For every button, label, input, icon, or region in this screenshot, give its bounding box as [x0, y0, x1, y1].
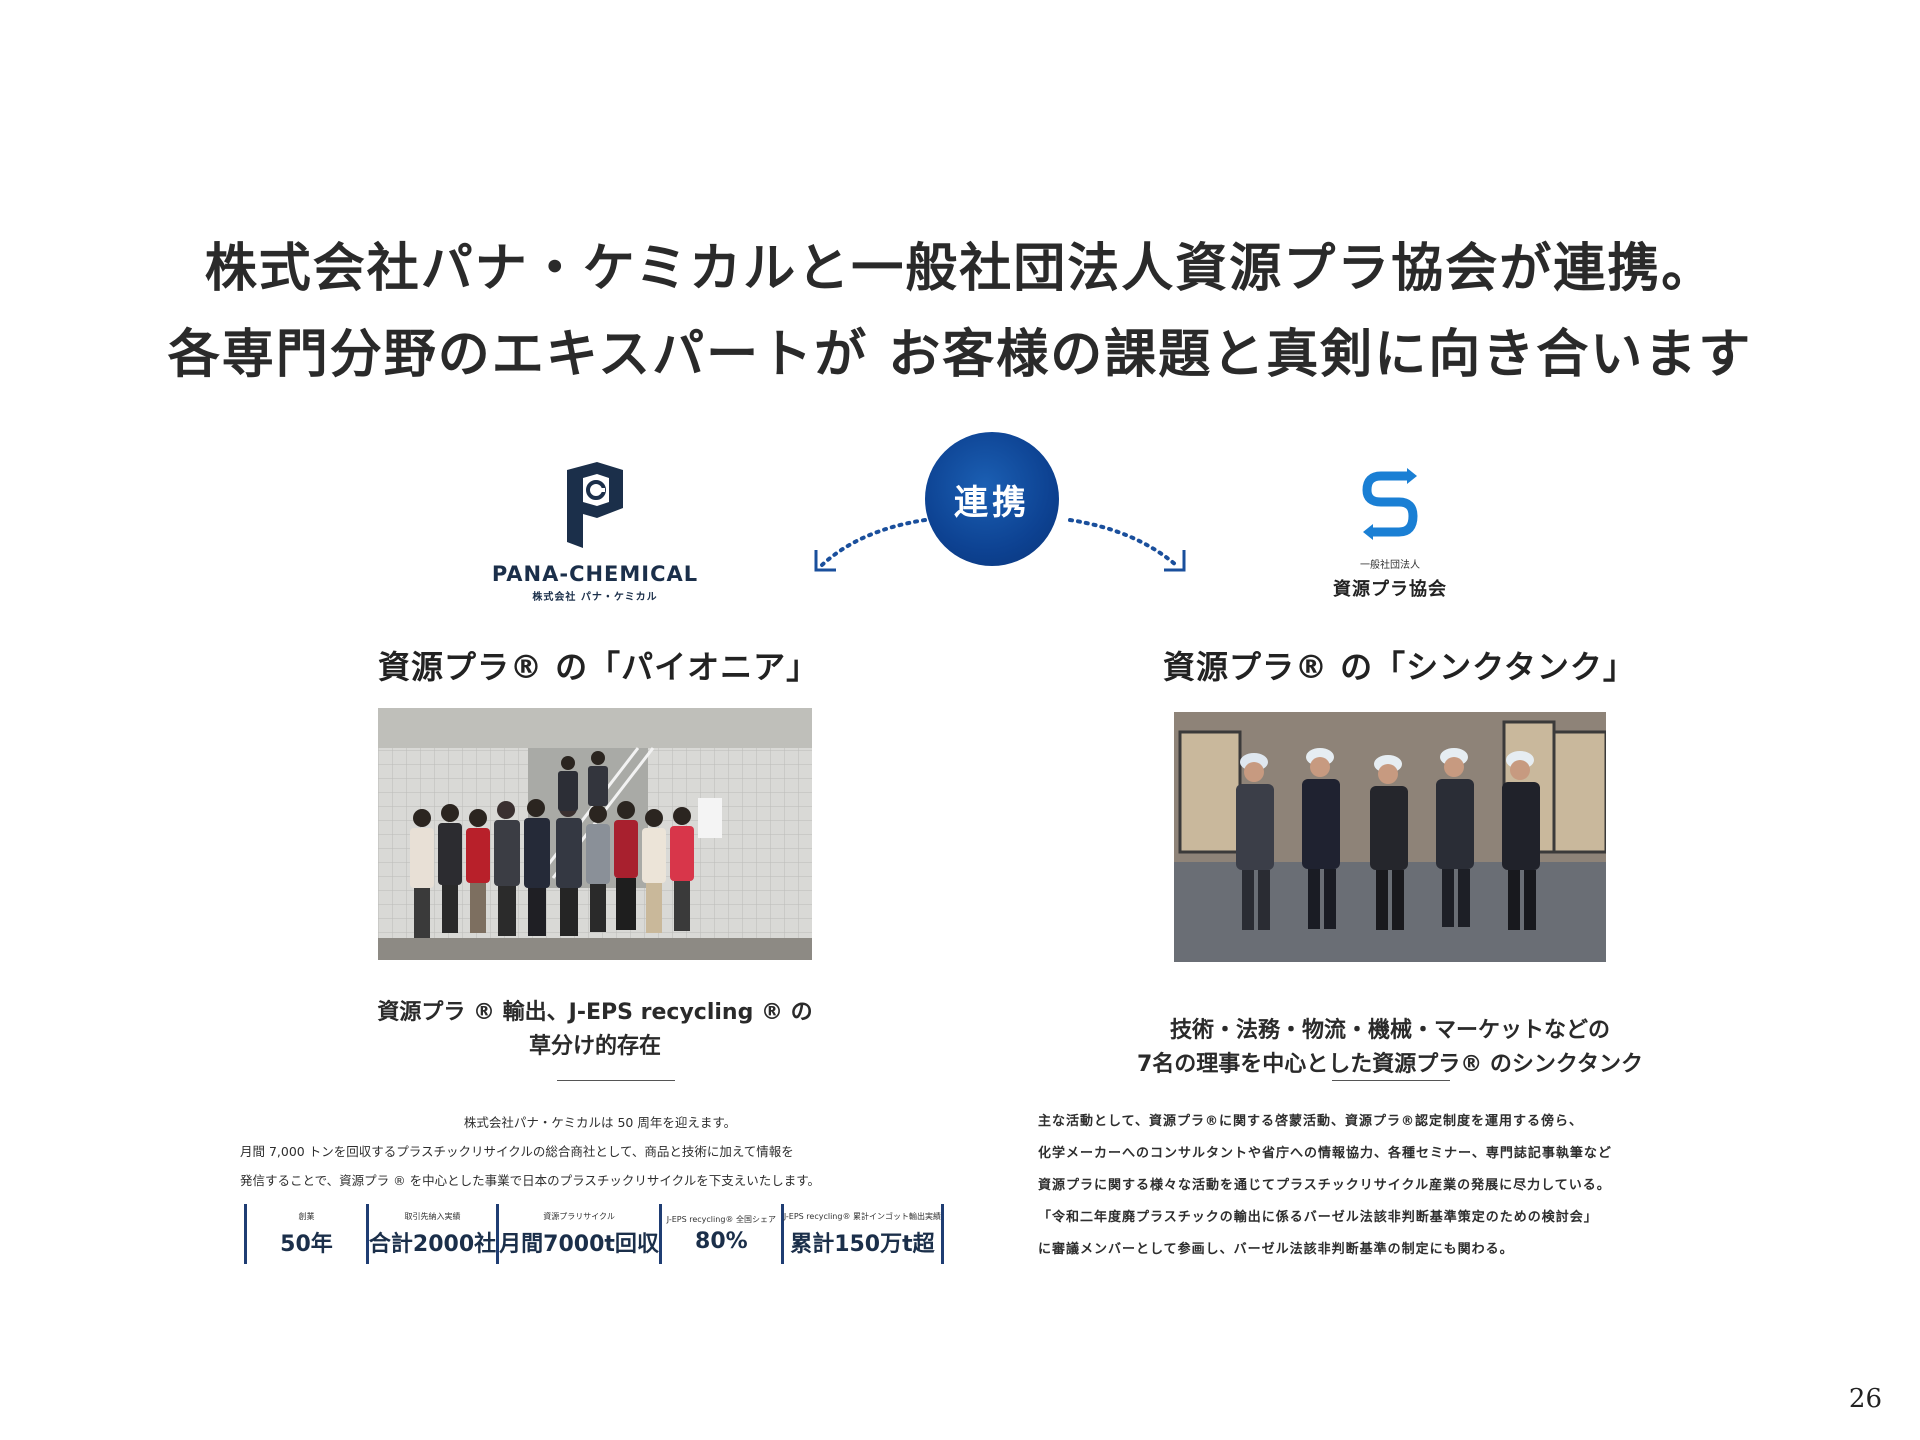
description-line-2: 月間 7,000 トンを回収するプラスチックリサイクルの総合商社として、商品と技…: [240, 1144, 794, 1159]
stat-label: J-EPS recycling® 全国シェア: [666, 1215, 776, 1224]
think-tank-tagline-line-2: 7名の理事を中心とした資源プラ® のシンクタンク: [1136, 1052, 1644, 1077]
association-board-photo: [1174, 712, 1606, 962]
stat-item: J-EPS recycling® 全国シェア 80%: [658, 1204, 781, 1264]
association-s-icon: [1362, 468, 1418, 540]
association-line-3: 資源プラに関する様々な活動を通じてプラスチックリサイクル産業の発展に尽力している…: [1038, 1178, 1611, 1193]
association-name: 資源プラ協会: [1333, 579, 1447, 600]
stat-value: 50年: [280, 1231, 333, 1257]
description-line-3: 発信することで、資源プラ ® を中心とした事業で日本のプラスチックリサイクルを下…: [240, 1173, 820, 1188]
stat-item: J-EPS recycling® 累計インゴット輸出実績 累計150万t超: [780, 1204, 944, 1264]
stat-value: 累計150万t超: [790, 1231, 935, 1257]
stats-row: 創業 50年 取引先納入実績 合計2000社 資源プラリサイクル 月間7000t…: [244, 1204, 944, 1264]
stat-label: 取引先納入実績: [404, 1211, 461, 1221]
stat-label: J-EPS recycling® 累計インゴット輸出実績: [783, 1211, 941, 1221]
headline-line-2: 各専門分野のエキスパートが お客様の課題と真剣に向き合います: [167, 324, 1753, 385]
stat-item: 資源プラリサイクル 月間7000t回収: [496, 1204, 659, 1264]
think-tank-title: 資源プラ® の「シンクタンク」: [1163, 648, 1636, 686]
link-badge: 連携: [925, 432, 1059, 566]
headline-line-1: 株式会社パナ・ケミカルと一般社団法人資源プラ協会が連携。: [204, 238, 1716, 299]
association-line-4: 「令和二年度廃プラスチックの輸出に係るバーゼル法該非判断基準策定のための検討会」: [1038, 1210, 1598, 1225]
pana-chemical-description: 株式会社パナ・ケミカルは 50 周年を迎えます。 月間 7,000 トンを回収す…: [240, 1108, 960, 1195]
pioneer-title: 資源プラ® の「パイオニア」: [378, 648, 820, 686]
stat-label: 創業: [298, 1211, 315, 1221]
association-logo: 一般社団法人 資源プラ協会: [1310, 462, 1470, 601]
association-line-5: に審議メンバーとして参画し、バーゼル法該非判断基準の制定にも関わる。: [1038, 1242, 1514, 1257]
description-line-1: 株式会社パナ・ケミカルは 50 周年を迎えます。: [463, 1115, 737, 1130]
stat-value: 合計2000社: [368, 1231, 497, 1257]
stat-value: 80%: [695, 1229, 748, 1254]
think-tank-tagline: 技術・法務・物流・機械・マーケットなどの 7名の理事を中心とした資源プラ® のシ…: [1100, 1014, 1680, 1082]
pana-chemical-name: PANA-CHEMICAL: [491, 562, 699, 586]
stat-item: 創業 50年: [244, 1204, 366, 1264]
divider-right: [1332, 1080, 1450, 1081]
association-line-1: 主な活動として、資源プラ®に関する啓蒙活動、資源プラ®認定制度を運用する傍ら、: [1038, 1114, 1583, 1129]
pana-chemical-staff-photo: [378, 708, 812, 960]
association-description: 主な活動として、資源プラ®に関する啓蒙活動、資源プラ®認定制度を運用する傍ら、 …: [1038, 1106, 1738, 1266]
pioneer-tagline: 資源プラ ® 輸出、J-EPS recycling ® の 草分け的存在: [360, 996, 830, 1064]
stat-label: 資源プラリサイクル: [543, 1211, 615, 1221]
link-arrows: [814, 518, 1186, 572]
pioneer-tagline-line-2: 草分け的存在: [528, 1034, 661, 1059]
think-tank-tagline-line-1: 技術・法務・物流・機械・マーケットなどの: [1169, 1018, 1610, 1043]
stat-item: 取引先納入実績 合計2000社: [365, 1204, 497, 1264]
stat-value: 月間7000t回収: [499, 1231, 659, 1257]
association-type-label: 一般社団法人: [1360, 560, 1420, 571]
association-line-2: 化学メーカーへのコンサルタントや省庁への情報協力、各種セミナー、専門誌記事執筆な…: [1038, 1146, 1612, 1161]
pana-chemical-logo: PANA-CHEMICAL 株式会社 パナ・ケミカル: [490, 462, 700, 603]
divider-left: [557, 1080, 675, 1081]
pana-chemical-sub: 株式会社 パナ・ケミカル: [532, 592, 658, 603]
pioneer-tagline-line-1: 資源プラ ® 輸出、J-EPS recycling ® の: [377, 1000, 813, 1025]
page-number: 26: [1848, 1384, 1882, 1414]
pana-chemical-p-icon: [567, 462, 623, 548]
